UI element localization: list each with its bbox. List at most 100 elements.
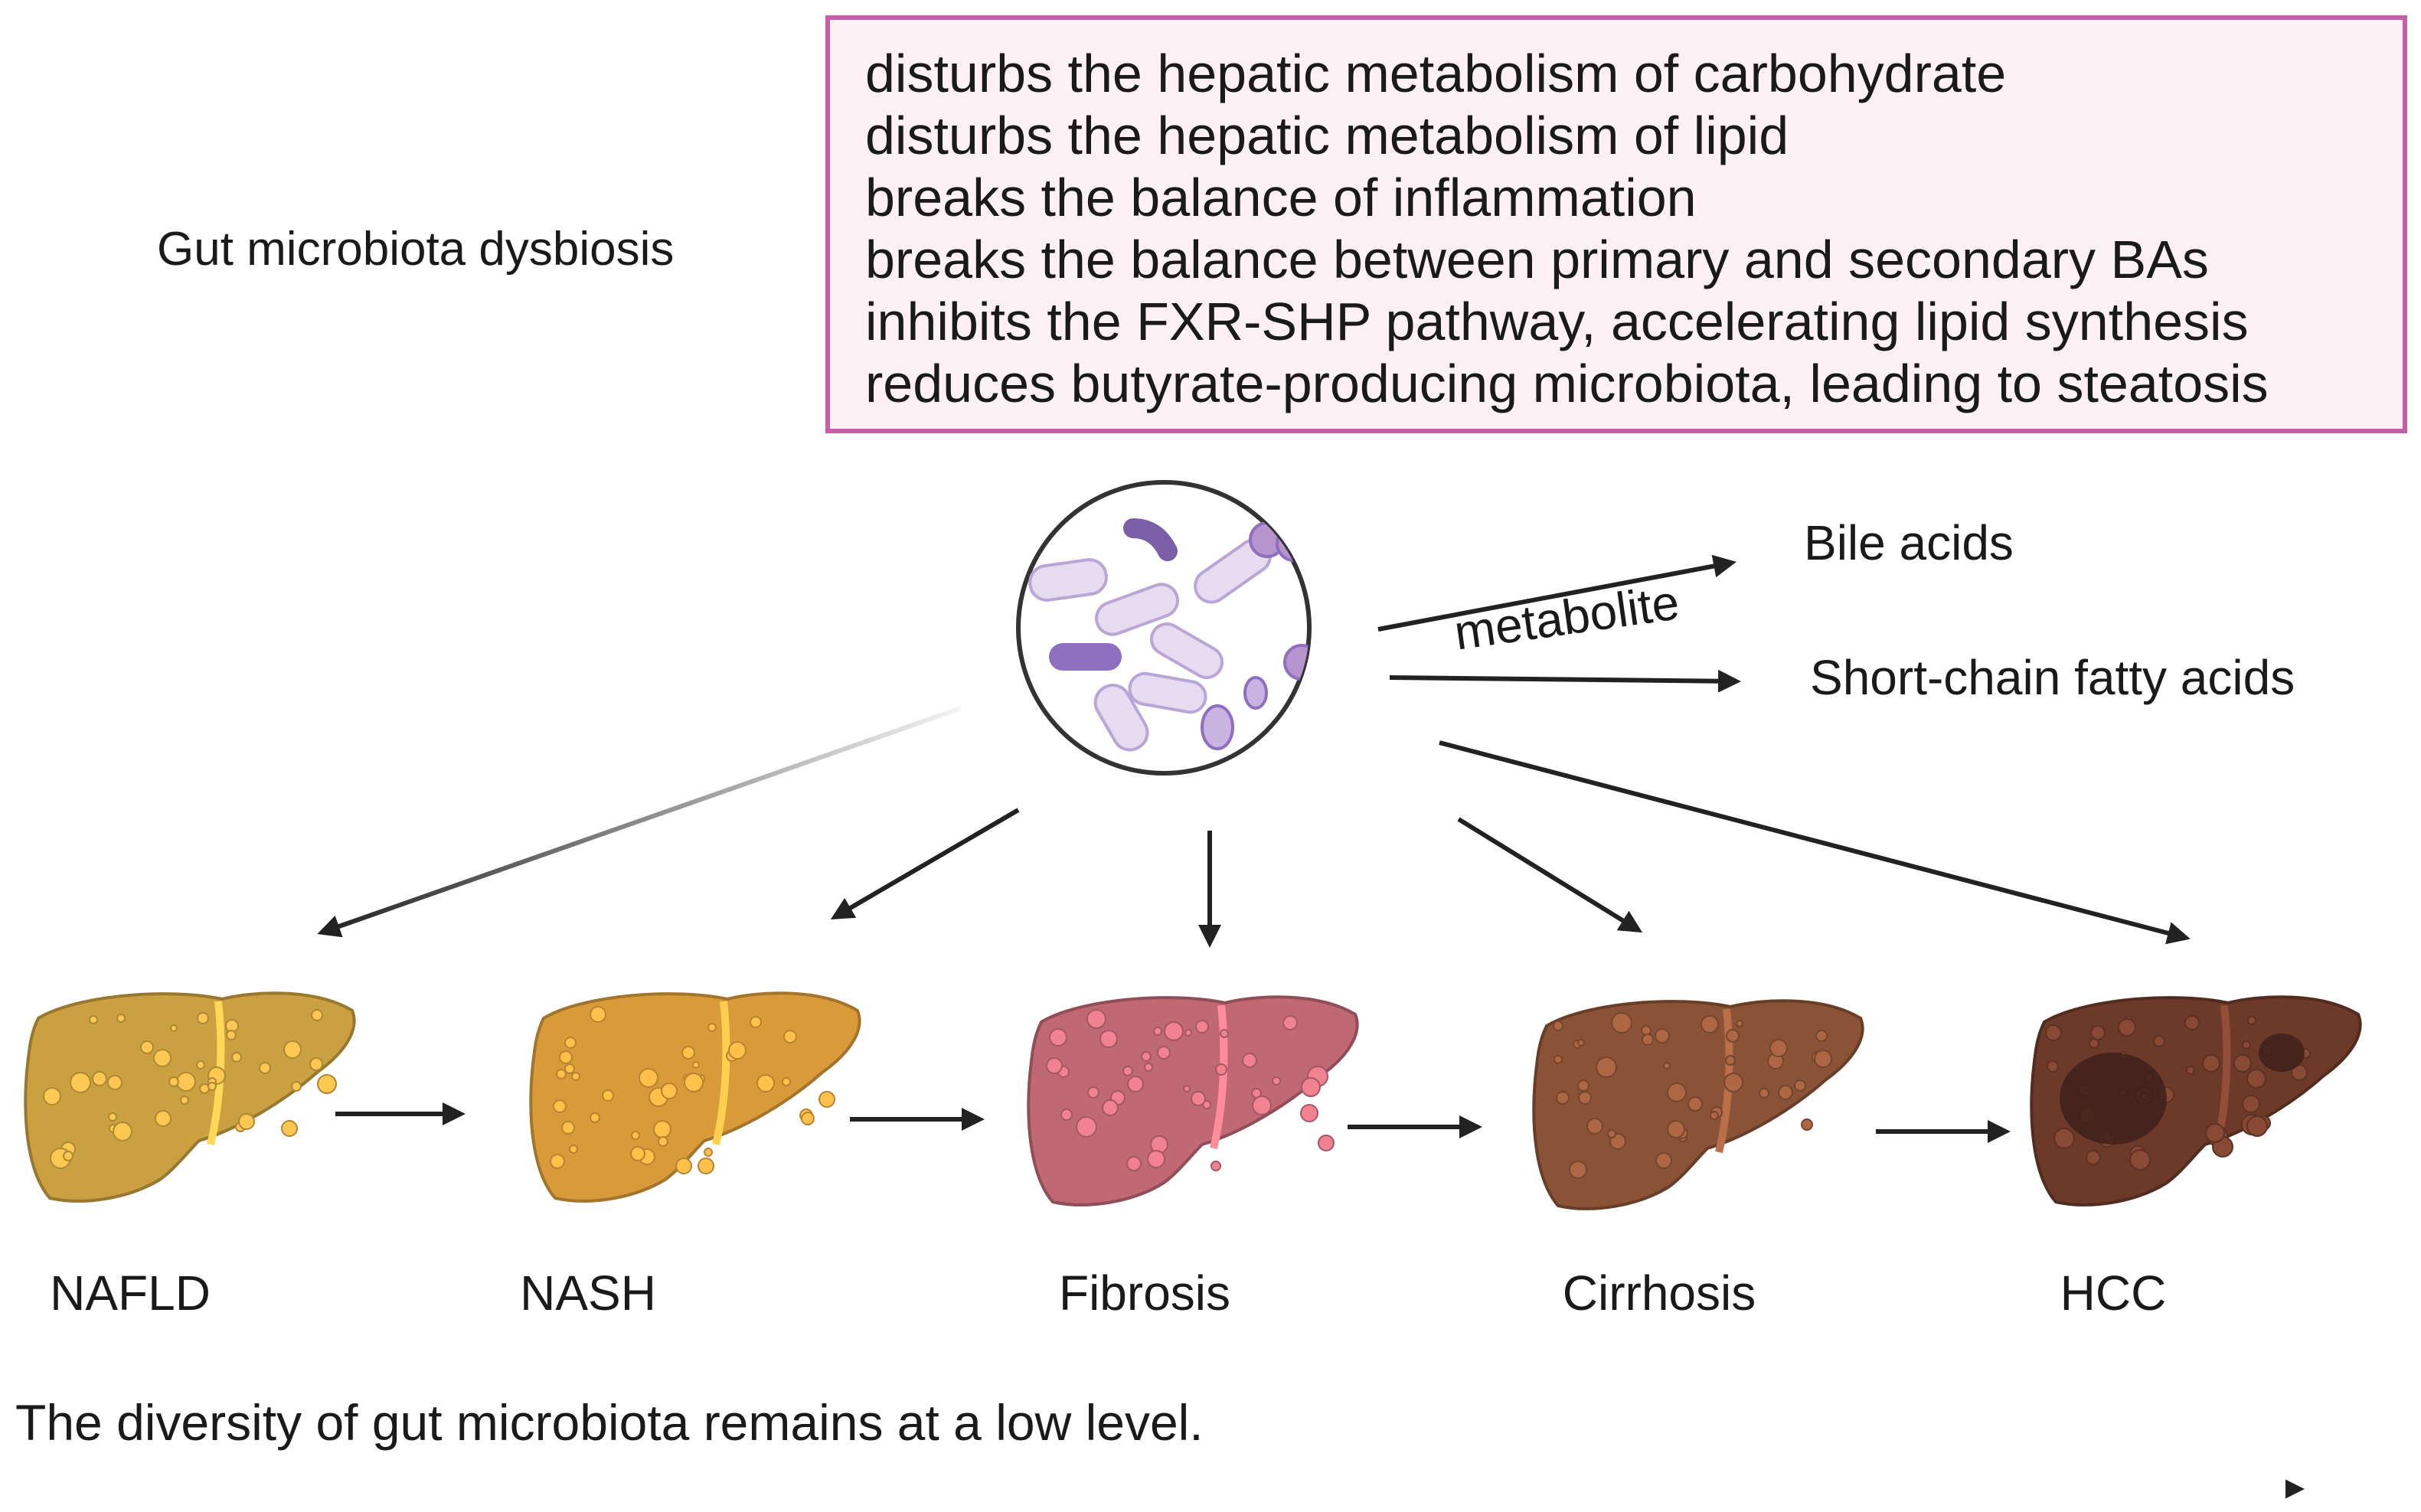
liver-nodule	[231, 1052, 242, 1063]
liver-nodule	[311, 1009, 323, 1021]
liver-nodule	[1569, 1161, 1587, 1179]
liver-nodule	[639, 1068, 658, 1088]
liver-nodule	[756, 1074, 775, 1092]
liver-nafld	[24, 991, 356, 1203]
liver-nodule	[556, 1069, 567, 1079]
stage-label-nafld: NAFLD	[50, 1265, 211, 1321]
liver-nodule	[1049, 1028, 1067, 1047]
liver-nodule	[1127, 1076, 1144, 1092]
liver-nodule	[168, 1076, 179, 1087]
liver-nodule	[1607, 1129, 1616, 1138]
liver-nodule	[2053, 1128, 2075, 1149]
effect-line: breaks the balance of inflammation	[865, 168, 1697, 227]
arrow-to-nash	[830, 808, 1020, 920]
liver-nodule	[1710, 1111, 1719, 1120]
arrow-to-nafld	[317, 706, 962, 938]
liver-nodule	[630, 1146, 645, 1161]
liver-nodule	[1778, 1085, 1793, 1100]
liver-nodule	[92, 1071, 107, 1086]
liver-nodule	[317, 1074, 337, 1094]
effect-line: disturbs the hepatic metabolism of lipid	[865, 106, 1789, 165]
liver-nodule	[1060, 1109, 1073, 1121]
liver-nodule	[1794, 1079, 1806, 1092]
liver-nodule	[108, 1112, 117, 1122]
liver-nodule	[196, 1060, 205, 1070]
liver-nodule	[1300, 1104, 1318, 1122]
liver-nodule	[70, 1072, 91, 1093]
liver-nodule	[661, 1083, 678, 1099]
liver-nodule	[818, 1091, 835, 1108]
liver-nodule	[2153, 1035, 2165, 1047]
liver-nodule	[180, 1096, 189, 1105]
liver-nodule	[1801, 1118, 1813, 1131]
liver-nodule	[564, 1037, 577, 1049]
liver-nodule	[107, 1075, 123, 1090]
liver-nodule	[1577, 1079, 1589, 1092]
liver-nodule	[1815, 1030, 1828, 1042]
bile-acids-label: Bile acids	[1804, 515, 2014, 570]
liver-nodule	[1157, 1046, 1171, 1060]
liver-nodule	[1184, 1029, 1192, 1037]
liver-nodule	[1147, 1150, 1165, 1168]
liver-nodule	[1210, 1161, 1221, 1171]
liver-nodule	[1688, 1096, 1703, 1112]
liver-nodule	[1663, 1062, 1671, 1070]
stage-label-hcc: HCC	[2060, 1265, 2167, 1321]
stage-label-fibrosis: Fibrosis	[1058, 1265, 1231, 1321]
microbiota-circle	[1016, 480, 1312, 776]
liver-nodule	[1723, 1073, 1743, 1092]
effect-line: inhibits the FXR-SHP pathway, accelerati…	[865, 292, 2249, 351]
liver-nodule	[704, 1148, 713, 1157]
liver-nodule	[590, 1006, 606, 1023]
liver-nodule	[2247, 1016, 2256, 1025]
footer-text: The diversity of gut microbiota remains …	[15, 1394, 1204, 1451]
liver-nodule	[291, 1081, 302, 1092]
liver-nodule	[2242, 1095, 2260, 1113]
liver-nodule	[571, 1072, 580, 1081]
liver-nodule	[1099, 1030, 1118, 1048]
liver-nodule	[631, 1131, 640, 1140]
liver-nodule	[569, 1145, 578, 1154]
liver-nodule	[783, 1030, 797, 1043]
liver-nodule	[1164, 1021, 1184, 1041]
liver-nodule	[553, 1099, 567, 1113]
liver-nodule	[2186, 1066, 2195, 1075]
liver-nodule	[1578, 1091, 1592, 1105]
liver-nodule	[113, 1122, 132, 1141]
liver-nodule	[1725, 1055, 1736, 1066]
liver-nodule	[658, 1136, 668, 1147]
liver-nodule	[1641, 1025, 1652, 1036]
liver-nodule	[1087, 1086, 1099, 1099]
liver-nodule	[550, 1154, 565, 1169]
liver-nodule	[707, 1023, 717, 1032]
liver-nodule	[1759, 1088, 1769, 1099]
liver-nodule	[2047, 1060, 2059, 1073]
liver-nodule	[1655, 1152, 1672, 1169]
liver-nodule	[1318, 1135, 1335, 1151]
liver-nodule	[1642, 1034, 1654, 1046]
liver-nodule	[1141, 1051, 1152, 1062]
liver-nodule	[1076, 1116, 1097, 1138]
liver-nodule	[1769, 1039, 1788, 1057]
liver-nodule	[561, 1121, 575, 1135]
liver-nodule	[1814, 1050, 1832, 1068]
liver-nodule	[2242, 1040, 2251, 1050]
liver-nodule	[259, 1062, 271, 1074]
liver-nodule	[1195, 1020, 1209, 1034]
liver-nodule	[1726, 1029, 1740, 1043]
liver-nodule	[281, 1120, 298, 1137]
liver-nodule	[1701, 1015, 1719, 1034]
liver-nodule	[2045, 1024, 2062, 1041]
liver-nodule	[1242, 1053, 1257, 1068]
liver-nodule	[1586, 1118, 1603, 1135]
liver-cirrhosis	[1532, 999, 1864, 1210]
liver-nodule	[197, 1012, 209, 1024]
liver-nodule	[63, 1151, 74, 1161]
effect-line: breaks the balance between primary and s…	[865, 230, 2209, 289]
liver-nodule	[2246, 1115, 2268, 1137]
liver-nodule	[1611, 1012, 1632, 1034]
liver-nodule	[602, 1089, 614, 1102]
liver-nodule	[653, 1120, 671, 1138]
liver-nodule	[1086, 1009, 1106, 1029]
